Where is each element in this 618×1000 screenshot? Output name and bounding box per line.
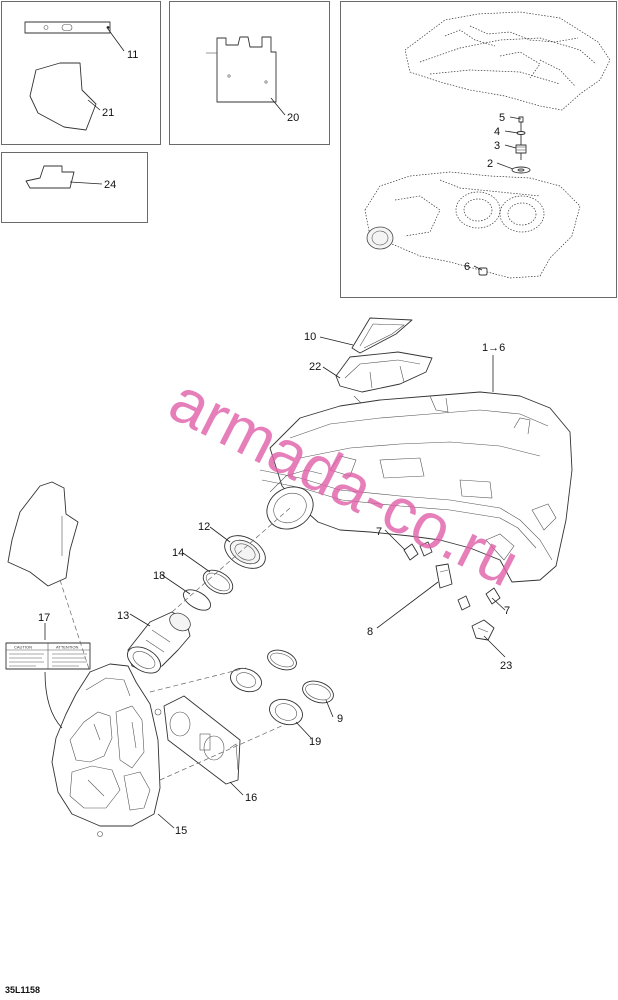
callout-20: 20 xyxy=(287,112,299,124)
callout-22: 22 xyxy=(309,361,321,373)
callout-19: 19 xyxy=(309,736,321,748)
callout-16: 16 xyxy=(245,792,257,804)
part-9-clamp-upper xyxy=(267,649,297,671)
part-18-oring xyxy=(182,589,212,611)
callout-4: 4 xyxy=(494,126,500,138)
callout-11: 11 xyxy=(127,49,138,61)
callout-7-lower: 7 xyxy=(504,605,510,617)
range-label-1-6: 1→6 xyxy=(482,342,505,354)
guide-line xyxy=(149,667,247,693)
callout-15: 15 xyxy=(175,825,187,837)
callout-10: 10 xyxy=(304,331,316,343)
part-21-sheet xyxy=(29,62,97,131)
fastener-stack xyxy=(511,116,531,174)
caution-heading-right: ATTENTION xyxy=(56,645,78,650)
callout-2: 2 xyxy=(487,158,493,170)
callout-8: 8 xyxy=(367,626,373,638)
reference-code: 35L1158 xyxy=(5,985,40,995)
callout-9: 9 xyxy=(337,713,343,725)
clip-8 xyxy=(435,563,453,589)
part-10-frame xyxy=(351,317,413,354)
part-19-seal-upper xyxy=(230,667,262,693)
part-11-label-strip xyxy=(24,21,111,34)
clips-7-lower xyxy=(457,587,501,611)
clips-7-upper xyxy=(403,541,433,561)
part-9-clamp-lower xyxy=(302,680,334,704)
guide-line xyxy=(171,507,291,613)
inset-frame-1-6 xyxy=(340,1,617,298)
guide-line xyxy=(159,723,287,781)
callout-24: 24 xyxy=(104,179,116,191)
part-24-pad xyxy=(25,165,75,189)
part-12-ring xyxy=(224,535,266,569)
part-20-panel xyxy=(216,36,277,103)
inset-frame-24 xyxy=(1,152,148,223)
part-16-plate xyxy=(163,695,241,785)
callout-3: 3 xyxy=(494,140,500,152)
part-19-seal-lower xyxy=(269,698,303,726)
guide-line xyxy=(59,579,91,673)
clip-23 xyxy=(471,619,495,641)
part-17-panel xyxy=(7,481,79,587)
callout-5: 5 xyxy=(499,112,505,124)
callout-23: 23 xyxy=(500,660,512,672)
callout-14: 14 xyxy=(172,547,184,559)
caution-label: CAUTION ATTENTION xyxy=(5,642,91,670)
callout-18: 18 xyxy=(153,570,165,582)
leader-lines xyxy=(44,28,522,829)
caution-heading-left: CAUTION xyxy=(14,645,32,650)
callout-12: 12 xyxy=(198,521,210,533)
part-13-duct xyxy=(127,611,191,674)
upper-housing-dashed xyxy=(404,11,611,111)
callout-17: 17 xyxy=(38,612,50,624)
callout-21: 21 xyxy=(102,107,114,119)
inset-frame-11-21 xyxy=(1,1,161,145)
callout-6: 6 xyxy=(464,261,470,273)
part-15-housing xyxy=(51,663,162,837)
lower-housing-dashed xyxy=(364,171,581,279)
callout-13: 13 xyxy=(117,610,129,622)
inset-frame-20 xyxy=(169,1,330,145)
airbox-main-body xyxy=(259,391,573,583)
part-14-clamp xyxy=(202,569,234,595)
part-22-element xyxy=(335,351,433,393)
callout-7-upper: 7 xyxy=(376,526,382,538)
